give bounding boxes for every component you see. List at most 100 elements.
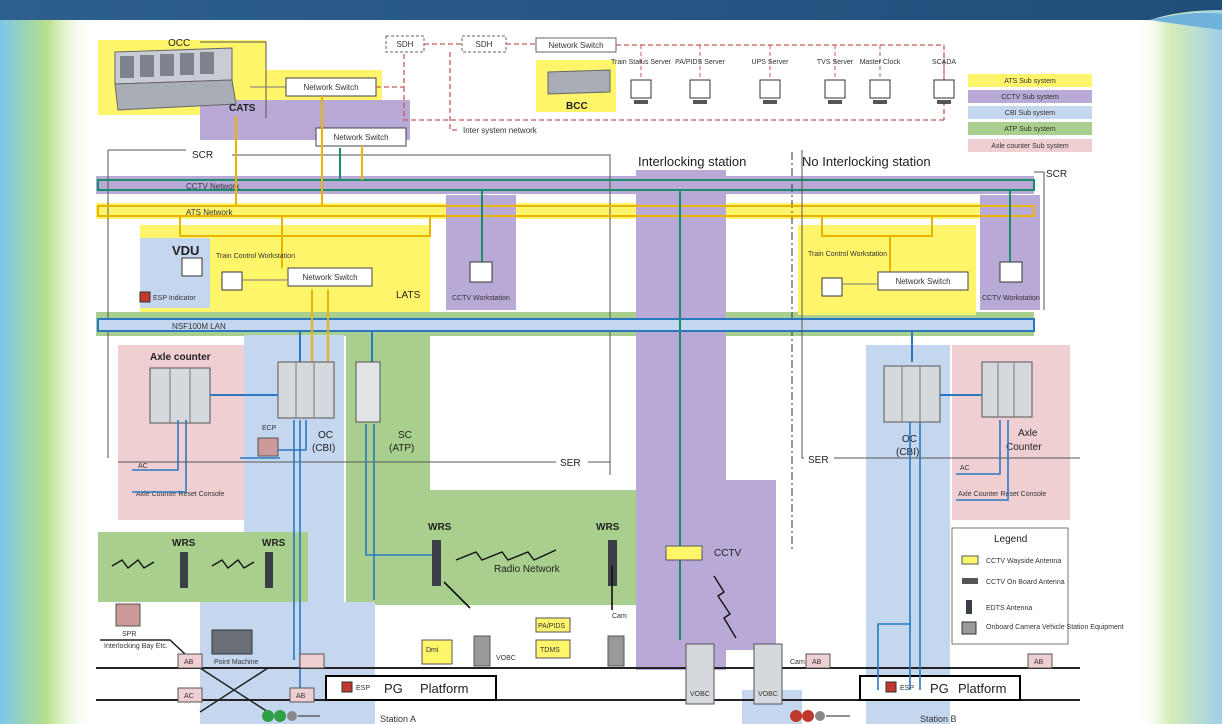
sc-cabinet	[356, 362, 380, 422]
ecp-panel	[258, 438, 278, 456]
subsystem-legend: ATS Sub system CCTV Sub system CBI Sub s…	[968, 74, 1092, 152]
vobc-right-unit	[608, 636, 624, 666]
server-monitor	[825, 80, 845, 98]
left-cctv-ws-label: CCTV Workstation	[452, 295, 510, 302]
cctv-vobc-2-label: VOBC	[758, 691, 778, 698]
cctv-wayside-antenna	[666, 546, 702, 560]
tdms-label: TDMS	[540, 647, 560, 654]
point-machine-label: Point Machine	[214, 659, 258, 666]
cctv-label: CCTV	[714, 548, 742, 559]
spr-unit	[116, 604, 140, 626]
legend-ats-label: ATS Sub system	[1004, 78, 1056, 85]
signal-a-green-1	[262, 710, 274, 722]
right-oc-cabinet	[884, 366, 940, 422]
server-label: Train Status Server	[611, 59, 672, 66]
axle-counter-cabinet	[150, 368, 210, 423]
vdu-monitor	[182, 258, 202, 276]
ac-left-1-label: AC	[184, 693, 194, 700]
pg-b-label: PG	[930, 681, 949, 696]
no-interlocking-station-header: No Interlocking station	[802, 154, 931, 169]
vobc-left-label: VOBC	[496, 655, 516, 662]
left-tcw-monitor	[222, 272, 242, 290]
legend-wayside-icon	[962, 556, 978, 564]
lats-label: LATS	[396, 290, 421, 301]
left-tcw-label: Train Control Workstation	[216, 253, 295, 260]
cctv-network-label: CCTV Network	[186, 182, 240, 191]
legend-onboard-icon	[962, 578, 978, 584]
legend-edts-icon	[966, 600, 972, 614]
platform-a-label: Platform	[420, 681, 468, 696]
occ-console	[115, 48, 236, 110]
cctv-column-lower	[726, 480, 776, 650]
intersystem-label: Inter system network	[463, 126, 538, 135]
oc-label: OC	[318, 430, 333, 441]
server-monitor	[631, 80, 651, 98]
left-ac-label: AC	[138, 463, 148, 470]
esp-b-label: ESP	[900, 685, 914, 692]
vdu-label: VDU	[172, 243, 199, 258]
legend-item-1: CCTV Wayside Antenna	[986, 558, 1061, 565]
server-keyboard	[693, 100, 707, 104]
server-label: UPS Server	[752, 59, 790, 66]
ab-left-1-label: AB	[184, 659, 194, 666]
oc-cabinet	[278, 362, 334, 418]
esp-a-icon	[342, 682, 352, 692]
server-monitor	[760, 80, 780, 98]
wrs-center-label: WRS	[428, 522, 452, 533]
right-tcw-label: Train Control Workstation	[808, 251, 887, 258]
esp-indicator-label: ESP Indicator	[153, 295, 196, 302]
wrs-mid-label: WRS	[262, 538, 286, 549]
bcc-console	[548, 70, 610, 94]
right-network-switch-label: Network Switch	[895, 277, 950, 286]
right-axle-cabinet	[982, 362, 1032, 417]
server-label: PA/PIDS Server	[675, 59, 725, 66]
signal-a-off	[287, 711, 297, 721]
server-label: TVS Server	[817, 59, 854, 66]
signal-b-red	[790, 710, 802, 722]
legend-axle-label: Axle counter Sub system	[991, 143, 1069, 150]
esp-a-label: ESP	[356, 685, 370, 692]
platform-b-label: Platform	[958, 681, 1006, 696]
left-decoration	[0, 0, 95, 724]
scr-left-label: SCR	[192, 150, 213, 161]
lats-network-switch-label: Network Switch	[302, 273, 357, 282]
sdh-2-label: SDH	[476, 40, 493, 49]
legend-item-2: CCTV On Board Antenna	[986, 579, 1065, 586]
server-monitor	[690, 80, 710, 98]
legend-item-4: Onboard Camera Vehicle Station Equipment	[986, 624, 1124, 631]
server-monitor	[934, 80, 954, 98]
server-keyboard	[634, 100, 648, 104]
left-cctv-ws-monitor	[470, 262, 492, 282]
right-reset-label: Axle Counter Reset Console	[958, 491, 1046, 498]
cctv-cam-label: Cam	[790, 659, 805, 666]
station-b-label: Station B	[920, 714, 957, 724]
legend-item-3: EDTS Antenna	[986, 605, 1032, 612]
nsf-lan-bus	[98, 319, 1034, 331]
ac-left-2	[300, 654, 324, 668]
right-axle-label: Axle	[1018, 428, 1038, 439]
bcc-label: BCC	[566, 101, 588, 112]
interlocking-bay-label: Interlocking Bay Etc.	[104, 643, 168, 650]
occ-network-switch-label: Network Switch	[303, 83, 358, 92]
right-ac-label: AC	[960, 465, 970, 472]
axle-counter-label: Axle counter	[150, 352, 211, 363]
ecp-label: ECP	[262, 425, 277, 432]
radio-network-label: Radio Network	[494, 564, 561, 575]
ab-right-1-label: AB	[812, 659, 822, 666]
esp-b-icon	[886, 682, 896, 692]
signal-a-green-2	[274, 710, 286, 722]
vobc-left-unit	[474, 636, 490, 666]
wrs-right-label: WRS	[596, 522, 620, 533]
station-a-label: Station A	[380, 714, 416, 724]
top-band	[0, 0, 1222, 20]
legend-camera-icon	[962, 622, 976, 634]
interlocking-station-header: Interlocking station	[638, 154, 746, 169]
right-counter-label: Counter	[1006, 442, 1042, 453]
wrs-left-label: WRS	[172, 538, 196, 549]
server-label: Master Clock	[860, 59, 901, 66]
signal-b-off	[815, 711, 825, 721]
ab-left-2-label: AB	[296, 693, 306, 700]
bcc-network-switch-label: Network Switch	[548, 41, 603, 50]
wrs-left-antenna	[180, 552, 188, 588]
